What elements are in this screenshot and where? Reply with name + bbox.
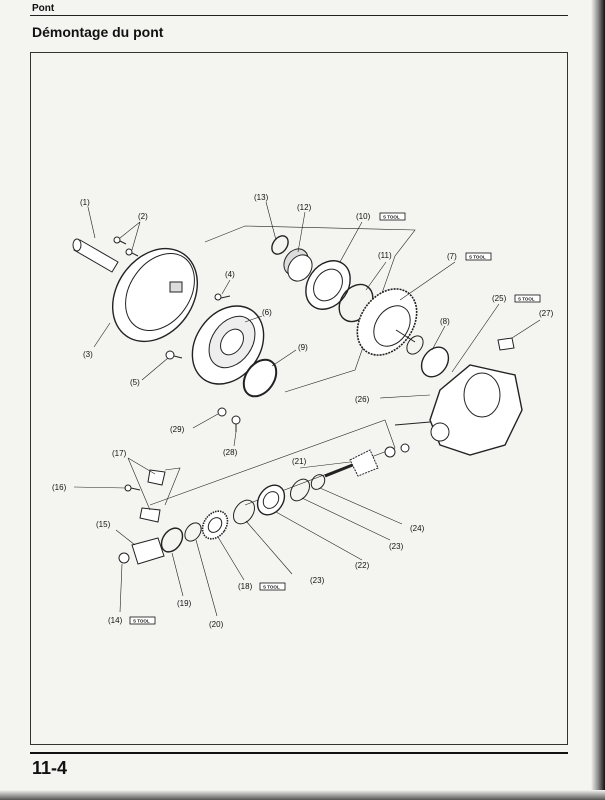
part-bolt-4 <box>214 293 231 301</box>
svg-text:S TOOL: S TOOL <box>133 619 150 624</box>
callout-13: (13) <box>254 193 269 202</box>
part-seal <box>242 358 278 398</box>
part-bolts <box>113 236 139 257</box>
tool-badge-14: S TOOL <box>129 616 156 625</box>
footer-rule <box>30 752 568 754</box>
callout-2: (2) <box>138 212 148 221</box>
callout-3: (3) <box>83 350 93 359</box>
svg-text:S TOOL: S TOOL <box>263 585 280 590</box>
callout-6: (6) <box>262 308 272 317</box>
part-ring-20 <box>184 522 202 542</box>
callout-25: (25) <box>492 294 507 303</box>
part-washer-29 <box>217 407 227 417</box>
callout-19: (19) <box>177 599 192 608</box>
callout-29: (29) <box>170 425 185 434</box>
callout-23-lower: (23) <box>310 576 325 585</box>
callout-4: (4) <box>225 270 235 279</box>
tool-badge-7: S TOOL <box>465 252 492 261</box>
callout-21: (21) <box>292 457 307 466</box>
scan-edge-shadow <box>591 0 605 800</box>
callout-10: (10) <box>356 212 371 221</box>
part-carrier <box>191 305 265 385</box>
callout-26: (26) <box>355 395 370 404</box>
callout-1: (1) <box>80 198 90 207</box>
part-race-23-right <box>289 478 311 502</box>
upper-group-outline <box>204 225 416 393</box>
part-ring-gear <box>356 288 418 356</box>
part-cap <box>497 337 515 351</box>
part-bolt-28 <box>231 415 241 432</box>
part-pinion <box>324 443 410 478</box>
callout-15: (15) <box>96 520 111 529</box>
callout-5: (5) <box>130 378 140 387</box>
callout-24: (24) <box>410 524 425 533</box>
part-ring-19 <box>160 527 184 553</box>
callout-14: (14) <box>108 616 123 625</box>
part-pin <box>72 238 119 273</box>
callout-8: (8) <box>440 317 450 326</box>
section-tab: Pont <box>32 3 55 14</box>
part-bearing-8 <box>406 335 450 378</box>
tool-badge-18: S TOOL <box>259 582 286 591</box>
callout-9: (9) <box>298 343 308 352</box>
svg-text:S TOOL: S TOOL <box>469 255 486 260</box>
part-cover <box>111 247 199 343</box>
part-race-23-left <box>233 499 255 525</box>
part-bolt-5 <box>165 350 183 360</box>
diagram-frame <box>30 52 568 745</box>
tool-badge-10: S TOOL <box>379 212 406 221</box>
part-bearing-10 <box>305 260 351 310</box>
part-o-ring <box>271 235 289 255</box>
callout-18: (18) <box>238 582 253 591</box>
callout-12: (12) <box>297 203 312 212</box>
part-nut <box>118 552 130 564</box>
page-title: Démontage du pont <box>32 24 164 40</box>
part-bolt-16 <box>124 484 141 492</box>
part-sleeve <box>131 537 165 565</box>
part-bearing-22 <box>256 484 286 516</box>
callout-11: (11) <box>378 251 392 260</box>
page-number: 11-4 <box>32 758 68 778</box>
callout-7: (7) <box>447 252 457 261</box>
svg-text:S TOOL: S TOOL <box>383 215 400 220</box>
part-bearing-nut <box>201 510 229 540</box>
part-shim <box>310 474 326 490</box>
lower-group-outline <box>149 419 396 506</box>
callout-20: (20) <box>209 620 224 629</box>
part-collar <box>283 248 313 282</box>
scan-bottom-shadow <box>0 790 605 800</box>
callout-16: (16) <box>52 483 67 492</box>
tool-badge-25: S TOOL <box>514 294 541 303</box>
part-housing <box>394 364 523 456</box>
part-bracket <box>139 469 166 523</box>
callout-17: (17) <box>112 449 127 458</box>
header-rule <box>30 15 568 16</box>
callout-23-upper: (23) <box>389 542 404 551</box>
svg-text:S TOOL: S TOOL <box>518 297 535 302</box>
callout-22: (22) <box>355 561 370 570</box>
callout-28: (28) <box>223 448 238 457</box>
callout-27: (27) <box>539 309 554 318</box>
